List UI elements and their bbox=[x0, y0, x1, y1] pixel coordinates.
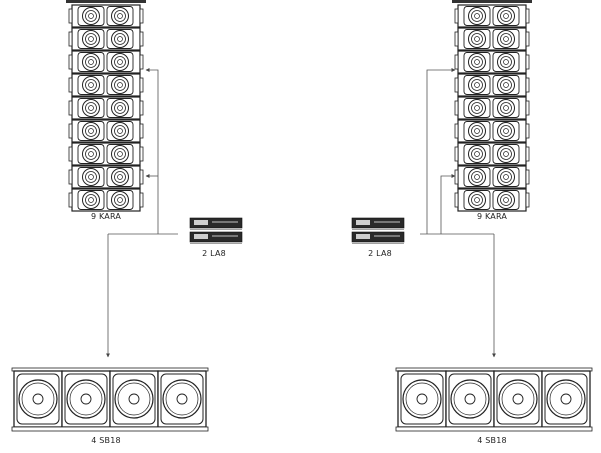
kara-cabinet bbox=[454, 27, 530, 51]
kara-cabinet bbox=[454, 188, 530, 212]
right-sb18-subwoofers bbox=[395, 367, 593, 432]
kara-cabinet bbox=[454, 50, 530, 74]
sb18-subwoofer bbox=[541, 370, 591, 428]
sb18-subwoofer bbox=[397, 370, 447, 428]
right-array-label: 9 KARA bbox=[476, 212, 508, 221]
kara-cabinet bbox=[68, 4, 144, 28]
kara-cabinet bbox=[68, 73, 144, 97]
left-amp-to-array-upper bbox=[145, 68, 159, 234]
sb18-subwoofer bbox=[445, 370, 495, 428]
rigging-bar bbox=[452, 0, 532, 3]
kara-cabinet bbox=[454, 4, 530, 28]
right-kara-array bbox=[452, 0, 532, 212]
sb18-subwoofer bbox=[157, 370, 207, 428]
kara-cabinet bbox=[68, 142, 144, 166]
right-signal-lines bbox=[420, 68, 496, 358]
kara-cabinet bbox=[68, 50, 144, 74]
rigging-bar bbox=[66, 0, 146, 3]
la8-amplifier bbox=[351, 217, 405, 230]
kara-cabinet bbox=[68, 119, 144, 143]
sb18-subwoofer bbox=[109, 370, 159, 428]
kara-cabinet bbox=[454, 142, 530, 166]
right-amps-label: 2 LA8 bbox=[368, 249, 392, 258]
sb18-subwoofer bbox=[493, 370, 543, 428]
sb18-subwoofer bbox=[61, 370, 111, 428]
right-amp-to-array-lower bbox=[440, 174, 456, 234]
right-la8-amplifiers bbox=[351, 217, 405, 244]
kara-cabinet bbox=[454, 119, 530, 143]
la8-amplifier bbox=[351, 231, 405, 244]
left-subs-label: 4 SB18 bbox=[91, 436, 121, 445]
left-la8-amplifiers bbox=[189, 217, 243, 244]
left-array-label: 9 KARA bbox=[90, 212, 122, 221]
kara-cabinet bbox=[68, 96, 144, 120]
kara-cabinet bbox=[68, 188, 144, 212]
left-sb18-subwoofers bbox=[11, 367, 209, 432]
kara-cabinet bbox=[68, 27, 144, 51]
la8-amplifier bbox=[189, 217, 243, 230]
right-subs-label: 4 SB18 bbox=[477, 436, 507, 445]
left-kara-array bbox=[66, 0, 146, 212]
right-amp-to-array-upper bbox=[426, 68, 456, 234]
kara-cabinet bbox=[454, 165, 530, 189]
la8-amplifier bbox=[189, 231, 243, 244]
left-signal-lines bbox=[106, 68, 178, 358]
kara-cabinet bbox=[454, 73, 530, 97]
kara-cabinet bbox=[454, 96, 530, 120]
left-amps-label: 2 LA8 bbox=[202, 249, 226, 258]
kara-cabinet bbox=[68, 165, 144, 189]
sb18-subwoofer bbox=[13, 370, 63, 428]
